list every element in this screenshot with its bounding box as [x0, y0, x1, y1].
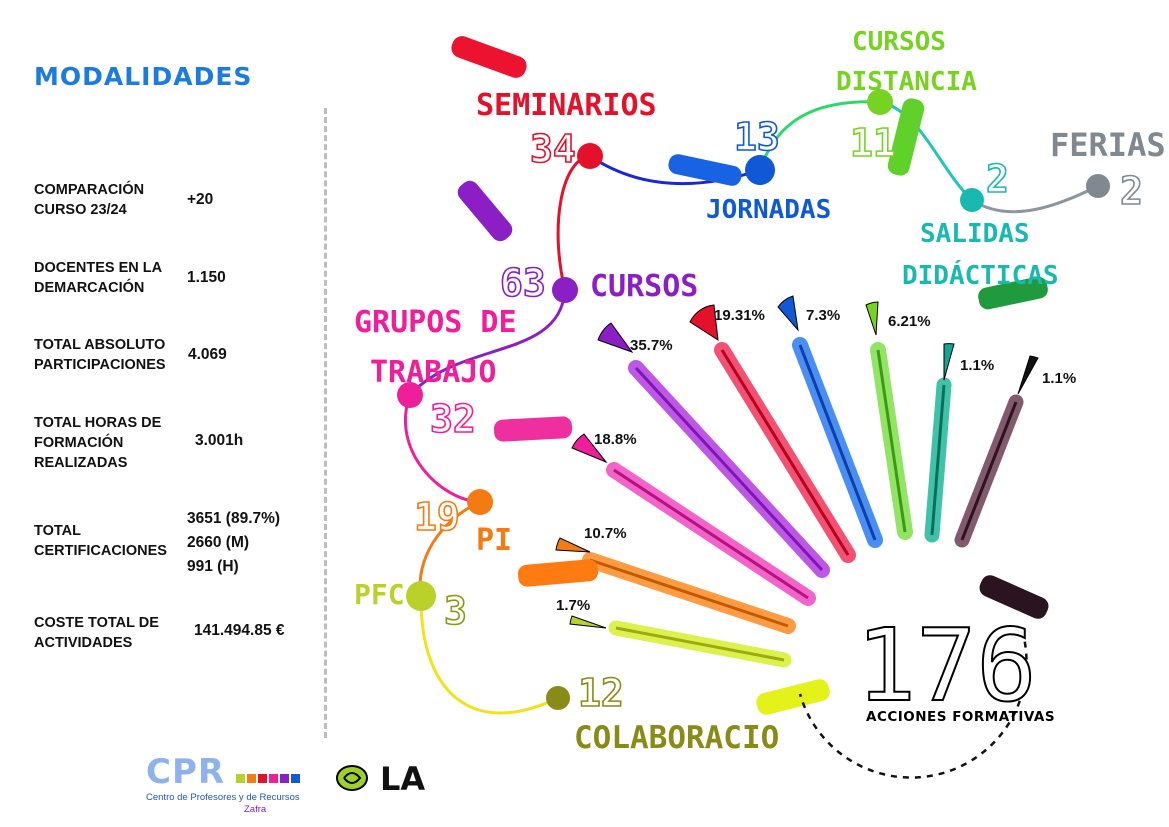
pct-cursos: 35.7% — [630, 337, 673, 354]
label-colaboracio: COLABORACIO — [574, 720, 779, 756]
count-ferias: 2 — [1120, 169, 1143, 213]
wedge-red — [689, 304, 719, 341]
count-seminarios: 34 — [530, 127, 576, 171]
label-jornadas: JORNADAS — [706, 195, 831, 225]
count-grupos: 32 — [430, 397, 476, 441]
stat-label-hours: TOTAL HORAS DE FORMACIÓN REALIZADAS — [34, 415, 162, 471]
total-dashed-circle — [798, 629, 1028, 779]
la-logo-text: LA — [380, 760, 426, 798]
node-cursos-distancia — [867, 89, 893, 115]
stat-label-cost: COSTE TOTAL DE ACTIVIDADES — [34, 615, 159, 651]
stat-value-hours: 3.001h — [195, 432, 244, 449]
pen-orange — [582, 552, 796, 634]
pct-pfc: 1.7% — [556, 597, 590, 614]
cpr-logo-caption: Centro de Profesores y de Recursos — [146, 792, 300, 803]
pct-ferias: 1.1% — [1042, 370, 1076, 387]
la-logo-icon — [336, 765, 368, 791]
pct-cursos-distancia: 6.21% — [888, 313, 931, 330]
wedge-lime — [569, 615, 607, 629]
pen-blue — [792, 337, 883, 548]
label-cursos: CURSOS — [590, 269, 698, 304]
count-pfc: 3 — [444, 589, 467, 633]
cap-darkgreen — [978, 276, 1048, 310]
pen-green — [870, 342, 913, 540]
cap-lime — [756, 679, 830, 715]
node-cursos — [552, 277, 578, 303]
total-count: 176 — [856, 607, 1037, 724]
page-title: MODALIDADES — [34, 62, 253, 91]
count-jornadas: 13 — [734, 115, 780, 159]
node-ferias — [1086, 174, 1110, 198]
stat-value-participations: 4.069 — [188, 346, 227, 363]
cap-orange — [517, 559, 599, 587]
la-logo: LA — [334, 760, 434, 804]
count-cursos-distancia: 11 — [850, 121, 896, 165]
wedge-pink — [571, 433, 608, 464]
stat-value-comparison: +20 — [187, 191, 214, 208]
count-colaboracio: 12 — [578, 671, 624, 715]
pen-lime — [608, 620, 792, 668]
label-grupos-1: GRUPOS DE — [354, 305, 517, 340]
cap-pink — [493, 416, 573, 442]
cap-black — [979, 575, 1049, 619]
pct-jornadas: 7.3% — [806, 307, 840, 324]
wedge-orange — [555, 537, 591, 553]
node-pi — [467, 489, 493, 515]
wedge-green — [865, 301, 879, 336]
count-salidas: 2 — [986, 157, 1009, 201]
label-pi: PI — [476, 523, 512, 558]
label-salidas-2: DIDÁCTICAS — [902, 259, 1059, 291]
cpr-logo: CPR — [146, 752, 301, 792]
node-jornadas — [745, 155, 775, 185]
label-ferias: FERIAS — [1050, 126, 1166, 164]
cpr-logo-city: Zafra — [244, 804, 267, 815]
total-caption: ACCIONES FORMATIVAS — [866, 709, 1056, 725]
cap-purple — [457, 180, 513, 242]
wedge-blue — [777, 295, 799, 332]
pen-pink — [606, 462, 816, 606]
pct-salidas: 1.1% — [960, 357, 994, 374]
wedge-teal — [943, 343, 955, 381]
dashed-divider — [324, 108, 327, 738]
wedge-purple — [597, 322, 634, 354]
label-pfc: PFC — [354, 578, 405, 611]
cpr-logo-text: CPR — [146, 752, 226, 792]
cap-red — [451, 36, 527, 78]
pct-grupos: 18.8% — [594, 431, 637, 448]
label-salidas-1: SALIDAS — [920, 219, 1030, 249]
pen-black — [954, 394, 1024, 548]
pen-purple — [628, 360, 830, 578]
node-pfc — [406, 581, 436, 611]
cap-blue — [668, 154, 742, 186]
label-grupos-2: TRABAJO — [370, 355, 496, 390]
label-cursos-distancia-1: CURSOS — [852, 27, 946, 57]
label-cursos-distancia-2: DISTANCIA — [836, 67, 977, 97]
pen-red — [714, 342, 856, 563]
pen-teal — [924, 377, 952, 543]
cap-green — [887, 98, 925, 176]
stat-value-teachers: 1.150 — [187, 269, 226, 286]
stat-label-teachers: DOCENTES EN LA DEMARCACIÓN — [34, 260, 163, 296]
wedge-black — [1017, 355, 1039, 395]
label-seminarios: SEMINARIOS — [476, 88, 657, 123]
node-grupos — [397, 382, 423, 408]
cpr-color-squares — [236, 774, 301, 783]
pct-pi: 10.7% — [584, 525, 627, 542]
count-cursos: 63 — [500, 261, 546, 305]
pct-seminarios: 19.31% — [714, 307, 765, 324]
stat-value-cost: 141.494.85 € — [194, 622, 285, 639]
count-pi: 19 — [414, 495, 460, 539]
node-colaboracio — [546, 686, 570, 710]
node-salidas — [960, 188, 984, 212]
stat-label-participations: TOTAL ABSOLUTO PARTICIPACIONES — [34, 337, 166, 373]
stat-label-certifications: TOTAL CERTIFICACIONES — [34, 523, 167, 559]
node-seminarios — [577, 143, 603, 169]
stat-label-comparison: COMPARACIÓN CURSO 23/24 — [34, 182, 145, 218]
stat-value-certifications: 3651 (89.7%) 2660 (M) 991 (H) — [187, 510, 281, 575]
